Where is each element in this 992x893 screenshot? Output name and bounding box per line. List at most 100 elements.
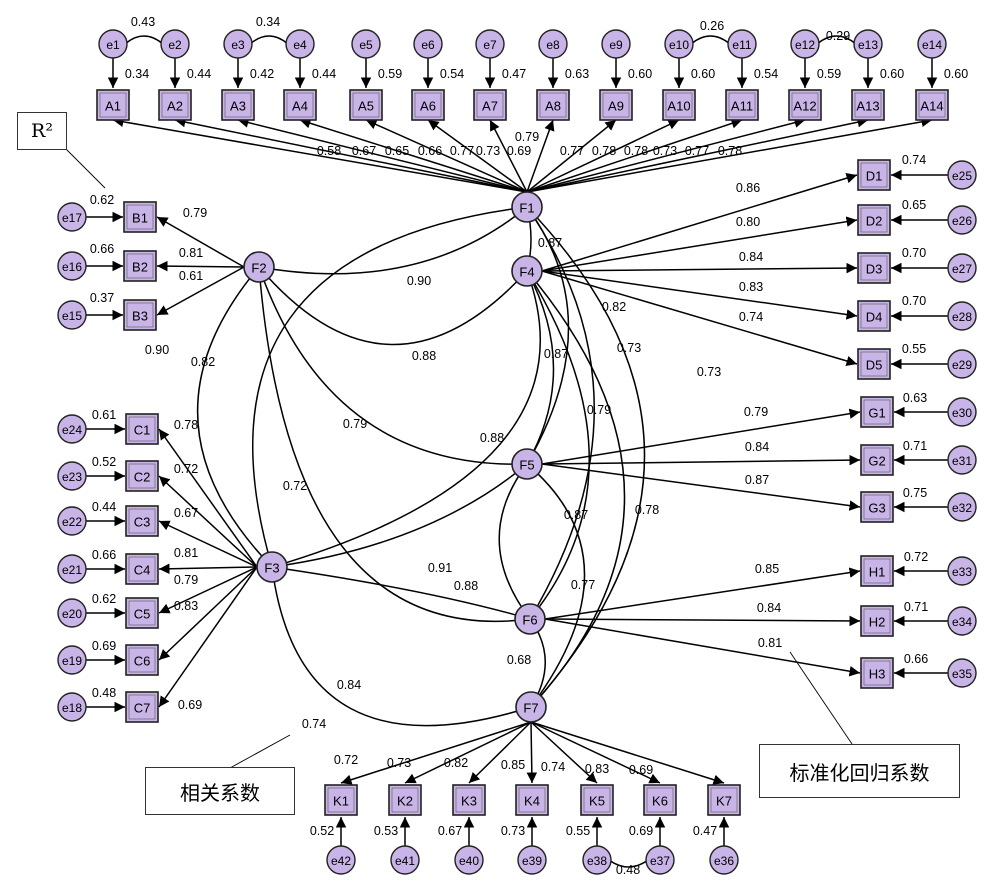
error-node-e8: e8	[538, 29, 568, 59]
r2-value: 0.55	[902, 342, 926, 356]
error-covariance-e12-e13	[816, 35, 857, 45]
loading-arrow	[156, 266, 245, 316]
loading-arrow	[541, 454, 861, 466]
r2-annotation-text: R²	[31, 120, 53, 142]
covariance-value: 0.48	[616, 863, 640, 877]
correlation-curve-f2-f4	[258, 266, 528, 346]
indicator-box-c5: C5	[125, 597, 159, 629]
error-label: e1	[106, 38, 120, 52]
error-label: e35	[952, 667, 972, 681]
error-node-e26: e26	[947, 205, 977, 235]
error-label: e13	[858, 38, 878, 52]
error-label: e20	[62, 607, 82, 621]
error-label: e8	[546, 38, 560, 52]
indicator-box-a14: A14	[915, 89, 949, 121]
r2-value: 0.60	[628, 67, 652, 81]
error-node-e23: e23	[57, 461, 87, 491]
r2-value: 0.54	[440, 67, 464, 81]
error-label: e19	[62, 654, 82, 668]
correlation-curve-f3-f6	[271, 566, 531, 620]
error-label: e27	[952, 262, 972, 276]
indicator-label: G2	[868, 454, 885, 469]
error-label: e9	[609, 38, 623, 52]
indicator-label: K4	[524, 794, 540, 809]
latent-factor-f1: F1	[511, 191, 543, 223]
loading-arrow	[526, 119, 617, 193]
indicator-label: A1	[105, 99, 121, 114]
indicator-box-d1: D1	[857, 159, 891, 191]
error-node-e36: e36	[709, 845, 739, 875]
indicator-box-g3: G3	[860, 491, 894, 523]
error-label: e4	[293, 38, 307, 52]
error-node-e28: e28	[947, 301, 977, 331]
error-label: e24	[62, 423, 82, 437]
loading-arrow	[526, 117, 869, 193]
r2-value: 0.59	[378, 67, 402, 81]
error-node-e10: e10	[664, 29, 694, 59]
indicator-label: B3	[132, 309, 148, 324]
indicator-label: A7	[482, 99, 498, 114]
latent-factor-f3: F3	[256, 551, 288, 583]
loading-value: 0.81	[758, 636, 782, 650]
error-label: e37	[650, 854, 670, 868]
loading-arrow	[541, 408, 861, 465]
error-node-e40: e40	[454, 845, 484, 875]
indicator-box-d2: D2	[857, 204, 891, 236]
r2-value: 0.66	[90, 242, 114, 256]
r2-value: 0.54	[754, 67, 778, 81]
error-label: e30	[952, 406, 972, 420]
correlation-curve-f5-f7	[526, 463, 586, 708]
error-node-e3: e3	[223, 29, 253, 59]
loading-value: 0.86	[736, 181, 760, 195]
indicator-box-a4: A4	[283, 89, 317, 121]
indicator-label: A11	[731, 99, 753, 114]
r2-value: 0.69	[629, 824, 653, 838]
indicator-label: G1	[868, 406, 885, 421]
error-label: e2	[168, 38, 182, 52]
loading-value: 0.74	[541, 760, 565, 774]
indicator-label: A9	[608, 99, 624, 114]
error-label: e39	[522, 854, 542, 868]
r2-value: 0.59	[817, 67, 841, 81]
loading-arrow	[174, 116, 528, 193]
r2-value: 0.63	[903, 391, 927, 405]
r2-value: 0.70	[902, 294, 926, 308]
error-node-e5: e5	[351, 29, 381, 59]
r2-value: 0.47	[693, 824, 717, 838]
loading-arrow	[526, 118, 743, 193]
loading-value: 0.72	[334, 753, 358, 767]
error-node-e34: e34	[947, 606, 977, 636]
r2-value: 0.72	[904, 550, 928, 564]
latent-factor-f6: F6	[514, 603, 546, 635]
indicator-label: A4	[292, 99, 308, 114]
indicator-box-a8: A8	[536, 89, 570, 121]
loading-value: 0.73	[476, 144, 500, 158]
error-node-e31: e31	[947, 445, 977, 475]
loading-arrow	[156, 216, 245, 268]
r2-value: 0.61	[92, 408, 116, 422]
error-node-e32: e32	[947, 492, 977, 522]
error-label: e5	[359, 38, 373, 52]
r2-value: 0.65	[902, 198, 926, 212]
indicator-label: D2	[866, 214, 883, 229]
r2-value: 0.60	[880, 67, 904, 81]
r2-leader-line	[62, 145, 106, 189]
error-label: e41	[395, 854, 415, 868]
loading-value: 0.69	[629, 763, 653, 777]
loading-value: 0.80	[736, 215, 760, 229]
error-label: e15	[62, 309, 82, 323]
loading-arrow	[541, 270, 858, 367]
error-label: e28	[952, 310, 972, 324]
r2-value: 0.53	[374, 824, 398, 838]
indicator-label: H3	[869, 667, 886, 682]
error-node-e38: e38	[582, 845, 612, 875]
error-node-e25: e25	[947, 160, 977, 190]
loading-arrow	[541, 262, 858, 274]
loading-value: 0.79	[183, 206, 207, 220]
latent-factor-f5: F5	[511, 448, 543, 480]
error-label: e38	[587, 854, 607, 868]
indicator-label: C4	[134, 563, 151, 578]
correlation-value: 0.88	[454, 579, 478, 593]
r2-value: 0.62	[90, 193, 114, 207]
loading-arrow	[158, 566, 258, 708]
